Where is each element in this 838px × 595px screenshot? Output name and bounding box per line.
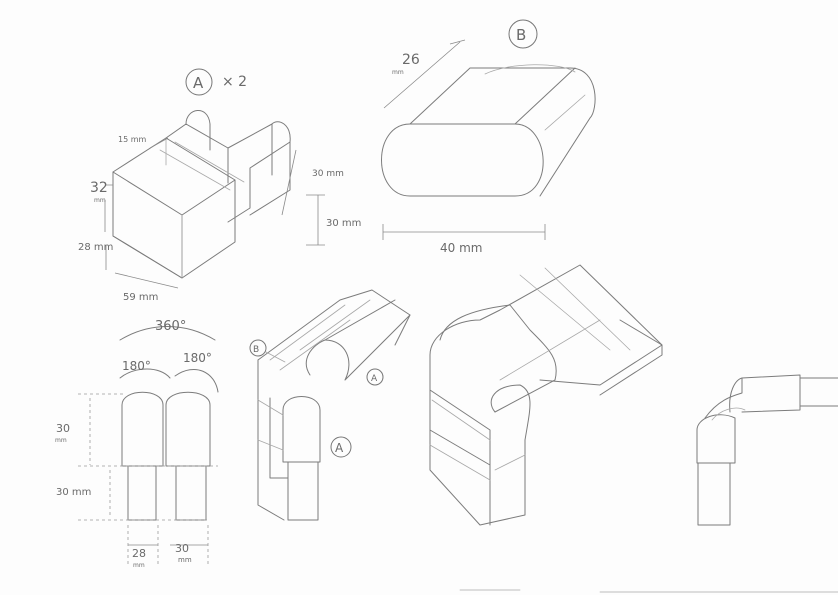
block-assembly-view xyxy=(429,264,663,526)
elbow-view xyxy=(696,374,838,526)
front-top-height: 30 xyxy=(56,422,70,435)
front-top-height-unit: mm xyxy=(55,437,67,444)
assembly-tag-a-top xyxy=(366,368,384,386)
assembly-a-bottom-letter: A xyxy=(335,441,344,455)
dim-a-width: 15 mm xyxy=(118,135,147,144)
rotation-total-label: 360° xyxy=(155,319,186,334)
dim-a-depth-unit: mm xyxy=(94,197,106,204)
part-b-letter: B xyxy=(516,26,526,44)
part-b-isometric: B 26 mm 40 mm xyxy=(381,19,596,255)
part-a-isometric: A × 2 15 mm 32 mm 28 mm 59 mm 30 mm 30 m… xyxy=(78,68,361,303)
dim-b-depth-unit: mm xyxy=(392,69,404,76)
assembly-tag-a-bottom xyxy=(330,436,352,458)
dim-a-tab-height: 30 mm xyxy=(312,169,344,179)
rotation-right-label: 180° xyxy=(183,351,212,365)
rotation-front-view: 360° 180° 180° 30 mm 30 mm 28 mm 30 mm xyxy=(55,319,219,569)
dim-a-block-height: 30 mm xyxy=(326,218,361,229)
dim-a-height: 28 mm xyxy=(78,242,113,253)
front-bottom-height: 30 mm xyxy=(56,487,91,498)
dim-a-length: 59 mm xyxy=(123,292,158,303)
rotation-left-label: 180° xyxy=(122,359,151,373)
rotation-arc-360 xyxy=(119,326,216,341)
part-a-circle xyxy=(185,68,213,96)
assembly-view: A A B xyxy=(249,289,411,521)
assembly-b-letter: B xyxy=(253,345,259,355)
part-a-quantity: × 2 xyxy=(222,74,247,90)
assembly-a-top-letter: A xyxy=(371,374,378,384)
dim-a-depth: 32 xyxy=(90,180,108,196)
part-a-letter: A xyxy=(193,74,204,92)
dim-b-length: 40 mm xyxy=(440,241,482,255)
front-left-width-unit: mm xyxy=(133,562,145,569)
part-b-circle xyxy=(508,19,538,49)
scan-edge-marks xyxy=(459,589,838,593)
dim-b-depth: 26 xyxy=(402,52,420,68)
assembly-tag-b xyxy=(249,339,267,357)
front-right-width: 30 xyxy=(175,542,189,555)
front-right-width-unit: mm xyxy=(178,556,192,564)
front-left-width: 28 xyxy=(132,547,146,560)
